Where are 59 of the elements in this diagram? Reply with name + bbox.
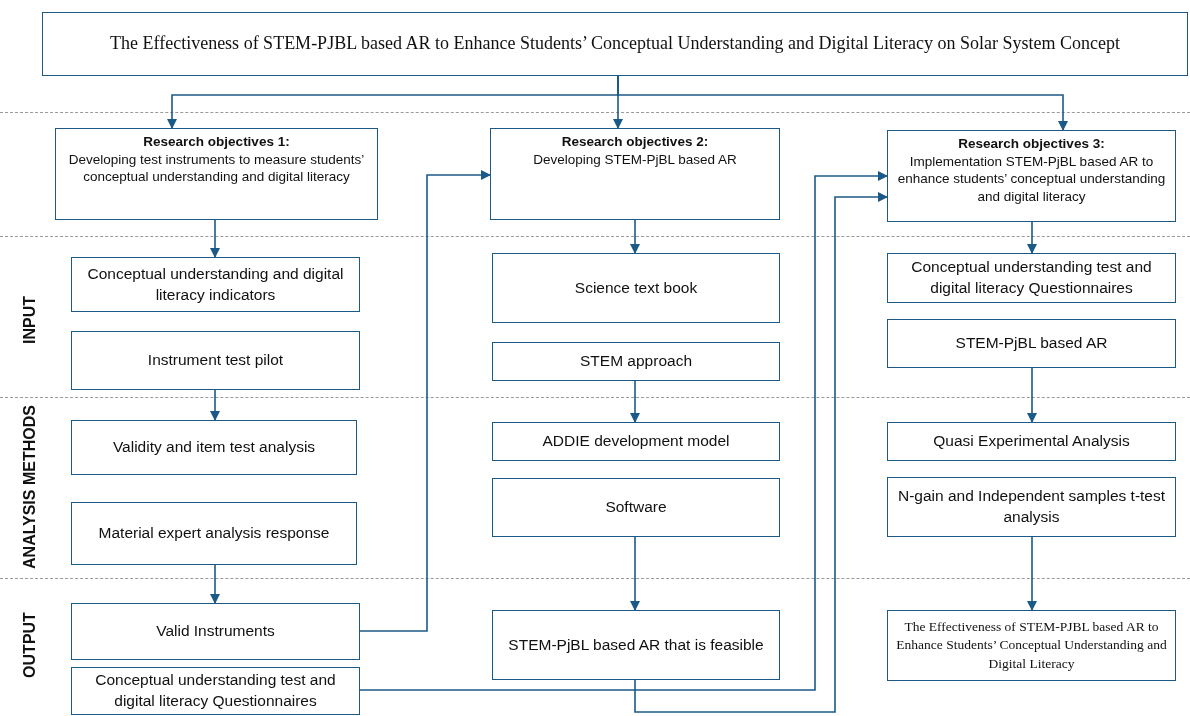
- objective-heading: Research objectives 2:: [561, 133, 709, 151]
- objective-heading: Research objectives 3:: [958, 135, 1105, 153]
- node-text: ADDIE development model: [542, 431, 730, 452]
- arrow: [359, 171, 888, 691]
- arrow: [630, 536, 640, 611]
- arrow: [210, 564, 220, 604]
- process-box: [71, 331, 360, 390]
- process-box: [71, 603, 360, 660]
- process-box: [887, 422, 1176, 461]
- objective-heading: Research objectives 1:: [143, 133, 290, 151]
- process-box: [492, 253, 780, 323]
- node-text: The Effectiveness of STEM-PJBL based AR to Enhance Students’ Conceptual Understanding and Digital Literacy on Solar System Concept: [110, 32, 1120, 56]
- node-text: Conceptual understanding test and digital literacy Questionnaires: [94, 670, 337, 711]
- objective-box: [490, 128, 780, 220]
- process-box: [887, 319, 1176, 368]
- process-box: [887, 253, 1176, 303]
- node-text: Instrument test pilot: [147, 350, 284, 371]
- arrow: [634, 192, 888, 713]
- process-box: [492, 342, 780, 381]
- arrow: [1027, 367, 1037, 423]
- process-box: [492, 610, 780, 680]
- node-text: Developing test instruments to measure students’ conceptual understanding and digital literacy: [67, 150, 366, 186]
- arrow: [1027, 536, 1037, 611]
- node-text: Software: [605, 497, 667, 518]
- node-text: Science text book: [574, 277, 698, 298]
- node-text: Conceptual understanding and digital literacy indicators: [86, 263, 345, 305]
- node-text: Developing STEM-PjBL based AR: [533, 150, 737, 169]
- node-text: The Effectiveness of STEM-PJBL based AR to Enhance Students’ Conceptual Understanding and Digital Literacy: [896, 618, 1167, 673]
- process-box: [492, 422, 780, 461]
- objective-box: [55, 128, 378, 220]
- process-box: [71, 667, 360, 715]
- arrow: [210, 219, 220, 258]
- section-label: OUTPUT: [20, 612, 39, 678]
- node-text: Implementation STEM-PjBL based AR to enhance students’ conceptual understanding and digital literacy: [896, 152, 1167, 206]
- process-box: [887, 610, 1176, 681]
- objective-box: [887, 130, 1176, 222]
- section-label: ANALYSIS METHODS: [20, 405, 39, 569]
- node-text: N-gain and Independent samples t-test analysis: [896, 486, 1167, 527]
- arrow: [630, 219, 640, 254]
- arrow: [617, 75, 1068, 131]
- process-box: [887, 477, 1176, 537]
- arrow: [630, 380, 640, 423]
- node-text: Validity and item test analysis: [112, 437, 316, 458]
- node-text: STEM-PjBL based AR that is feasible: [508, 634, 764, 655]
- node-text: Valid Instruments: [156, 621, 275, 642]
- node-text: Material expert analysis response: [98, 523, 330, 544]
- process-box: [71, 502, 357, 565]
- process-box: [71, 420, 357, 475]
- arrow: [359, 170, 491, 632]
- node-text: Conceptual understanding test and digital literacy Questionnaires: [910, 257, 1153, 298]
- node-text: STEM-PjBL based AR: [955, 333, 1108, 354]
- title-box: [42, 12, 1188, 76]
- arrow: [210, 389, 220, 421]
- process-box: [71, 257, 360, 312]
- node-text: Quasi Experimental Analysis: [933, 431, 1130, 452]
- arrow: [1027, 221, 1037, 254]
- node-text: STEM approach: [580, 351, 692, 372]
- section-label: INPUT: [20, 296, 39, 344]
- process-box: [492, 478, 780, 537]
